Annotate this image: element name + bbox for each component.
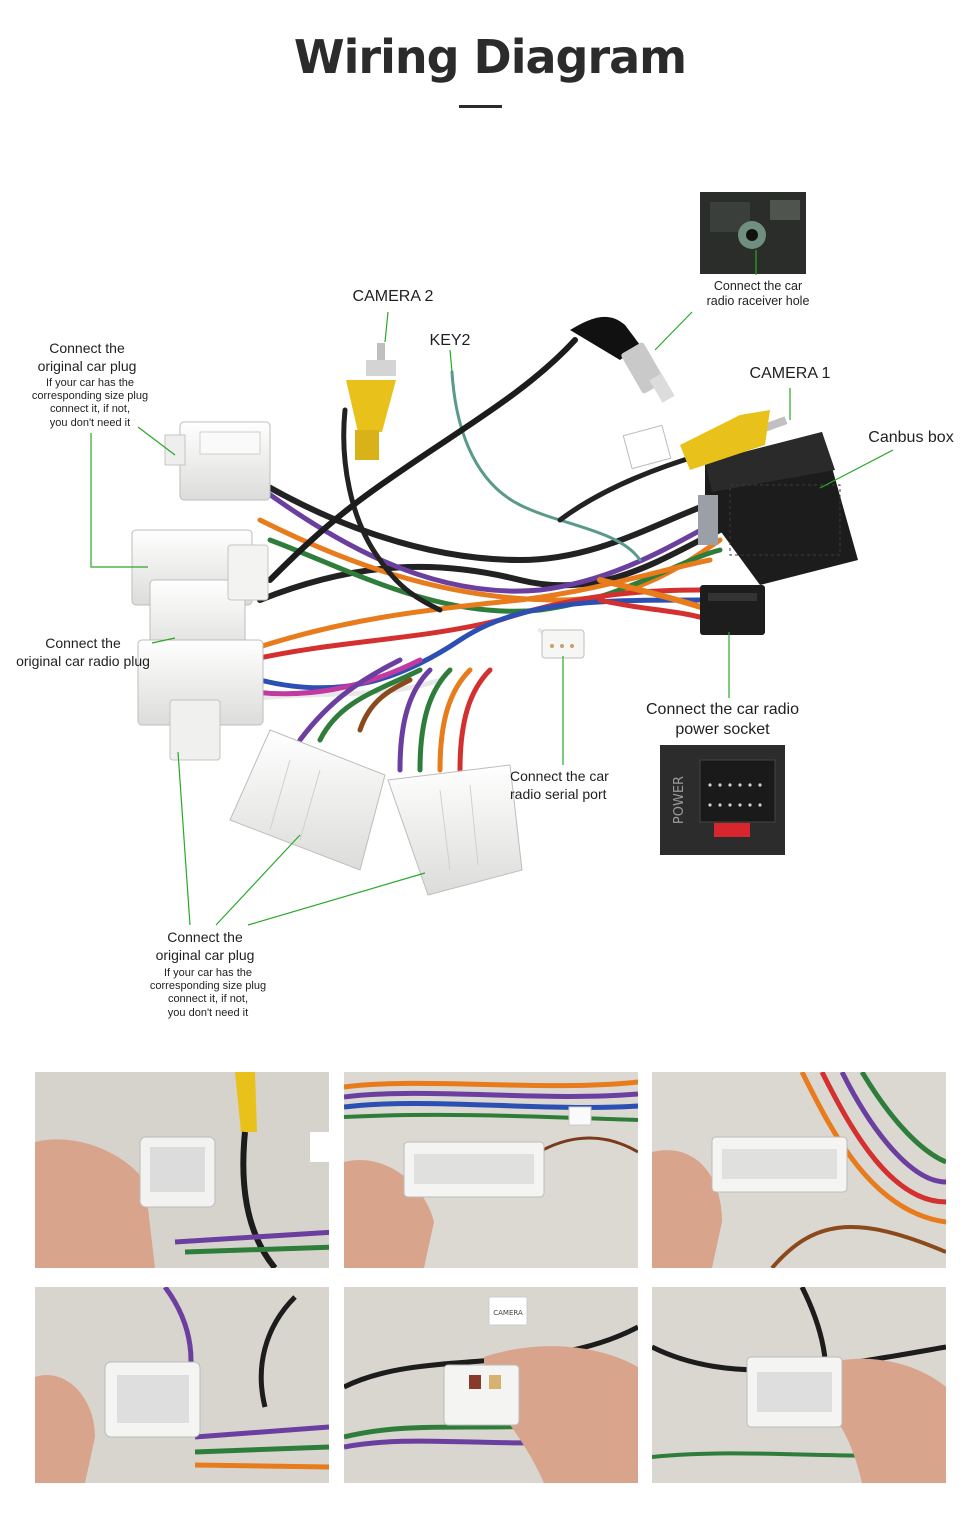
label-camera1: CAMERA 1 xyxy=(749,365,831,382)
wire-bundle xyxy=(237,337,723,773)
photo-small-plug xyxy=(35,1072,329,1268)
label-orig-radio-plug: Connect the original car radio plug xyxy=(16,635,150,669)
photo-radio-plug-a xyxy=(344,1072,638,1268)
connector-bottom-left xyxy=(229,729,386,871)
note-orig-plug-bottom: If your car has the corresponding size p… xyxy=(149,967,267,1019)
connector-bottom-right xyxy=(387,764,523,896)
note-orig-plug-top: If your car has the corresponding size p… xyxy=(31,377,149,429)
inset-power-text: POWER xyxy=(672,776,687,824)
antenna-plug xyxy=(570,316,675,403)
photo-orig-plug-a xyxy=(35,1287,329,1483)
rca-camera1 xyxy=(622,410,788,470)
wiring-diagram: POWER xyxy=(90,192,894,926)
photo-orig-plug-b: CAMERA xyxy=(344,1287,638,1483)
leader-lines xyxy=(90,250,894,926)
label-serial-port: Connect the car radio serial port xyxy=(510,768,609,802)
connector-small-top xyxy=(164,421,271,501)
inset-power-socket: POWER xyxy=(660,745,785,855)
connector-radio-stack xyxy=(131,529,269,761)
photo-sticker-text: CAMERA xyxy=(493,1309,523,1317)
inset-receiver-hole xyxy=(700,192,806,274)
label-receiver-hole: Connect the car radio raceiver hole xyxy=(706,279,810,308)
label-canbus-box: Canbus box xyxy=(868,429,954,446)
photo-radio-plug-b xyxy=(652,1072,946,1268)
label-key2: KEY2 xyxy=(429,332,471,349)
label-orig-plug-top: Connect the original car plug xyxy=(37,340,137,374)
title-underline xyxy=(459,105,502,108)
photo-orig-plug-c xyxy=(652,1287,946,1483)
label-power-socket: Connect the car radio power socket xyxy=(646,701,799,738)
label-camera2: CAMERA 2 xyxy=(352,288,434,305)
label-orig-plug-bottom: Connect the original car plug xyxy=(155,929,255,963)
page-title: Wiring Diagram xyxy=(293,30,687,84)
power-socket-plug xyxy=(700,585,765,635)
rca-camera2 xyxy=(346,343,396,460)
canbus-box xyxy=(698,432,858,585)
serial-port-plug xyxy=(541,629,585,659)
